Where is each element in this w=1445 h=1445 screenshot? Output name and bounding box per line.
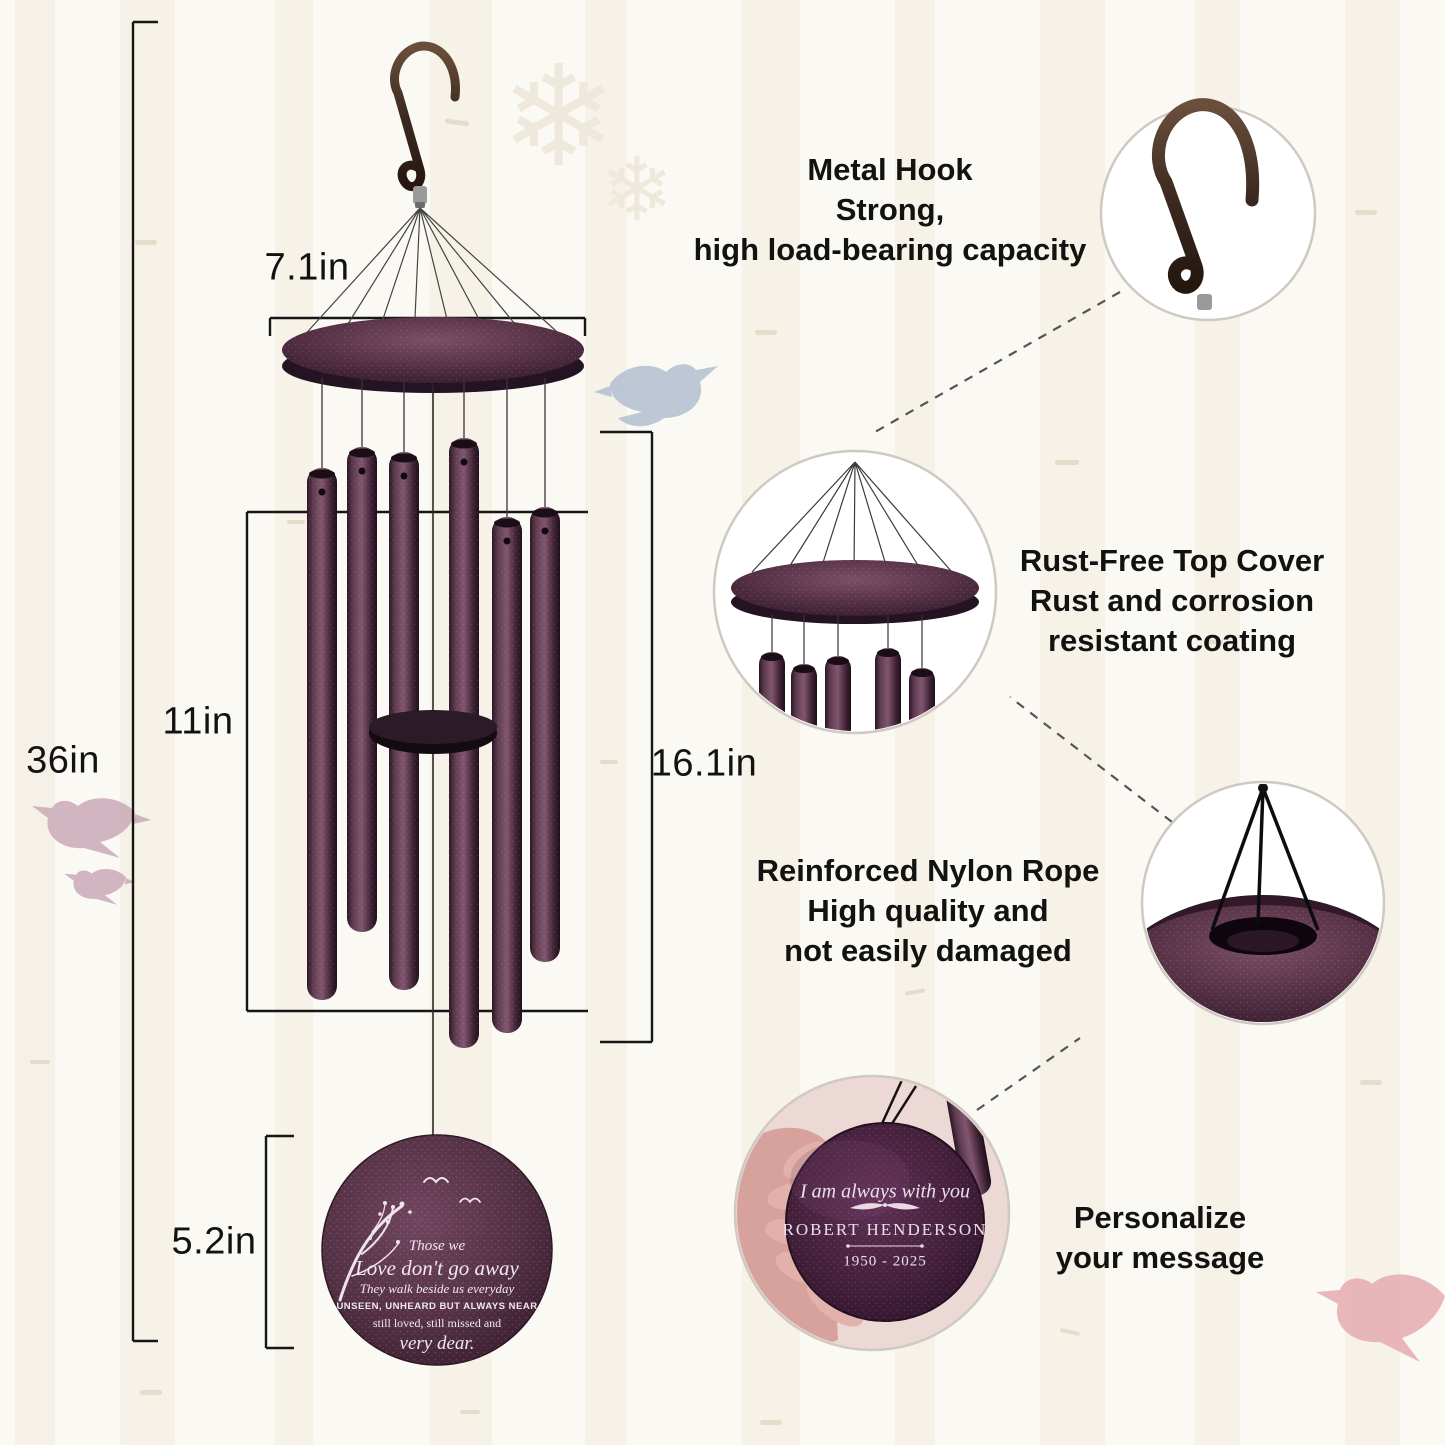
- bracket-16-1in: [600, 430, 654, 1044]
- hook-closeup-icon: [1152, 98, 1260, 294]
- dimension-overall-height: 36in: [26, 739, 100, 782]
- callout-hook-text: Metal Hook Strong, high load-bearing cap…: [694, 150, 1087, 270]
- sail-tree-art: [338, 1177, 481, 1302]
- tube-hanger-strings: [321, 378, 546, 523]
- chime-tubes: [307, 438, 560, 1048]
- callout-rope-line: High quality and: [807, 893, 1049, 928]
- blue-bird-icon: [594, 364, 718, 427]
- striker-disc: [369, 710, 497, 754]
- hook-icon: [390, 41, 460, 191]
- disc-laurel-icon: [850, 1203, 920, 1210]
- dimension-top-cover-width: 7.1in: [264, 246, 350, 289]
- pink-bird-icon: [1316, 1274, 1445, 1362]
- background-snowflakes: ❄ ❄: [500, 36, 674, 241]
- sail-poem-line: Those we: [408, 1237, 466, 1254]
- disc-name: ROBERT HENDERSON: [782, 1220, 988, 1239]
- callout-personalize-text: Personalize your message: [1056, 1198, 1265, 1278]
- sail-poem-line: Love don't go away: [355, 1255, 519, 1280]
- callout-personalize-image: [733, 1074, 1011, 1352]
- disc-divider: [846, 1244, 924, 1248]
- chime-tube: [530, 507, 560, 962]
- background-bird-silhouettes: [32, 364, 1445, 1362]
- sail-poem-line: They walk beside us everyday: [359, 1280, 515, 1296]
- sail-poem-line: very dear.: [399, 1332, 475, 1354]
- chime-tube: [347, 447, 377, 932]
- callout-top-cover-line: Rust-Free Top Cover: [1019, 543, 1325, 578]
- sail-poem-line: UNSEEN, UNHEARD BUT ALWAYS NEAR: [336, 1300, 538, 1312]
- dimension-sail-section: 5.2in: [171, 1220, 257, 1263]
- bracket-5-2in: [264, 1134, 294, 1350]
- callout-top-cover-line: resistant coating: [1047, 623, 1297, 658]
- hook-ferrule: [413, 186, 427, 204]
- callout-hook-line: Strong,: [835, 192, 945, 227]
- connector-hook: [874, 291, 1121, 433]
- callout-rope-line: not easily damaged: [784, 933, 1072, 968]
- callout-rope-line: Reinforced Nylon Rope: [756, 853, 1100, 888]
- callout-connectors: [874, 291, 1173, 1111]
- wind-chime-illustration: [282, 41, 584, 1366]
- sail-poem-line: still loved, still missed and: [372, 1315, 502, 1330]
- hook-closeup-ferrule: [1197, 294, 1212, 310]
- callout-personalize-line: your message: [1055, 1240, 1265, 1275]
- top-cover-texture: [282, 317, 584, 383]
- bracket-36in: [131, 20, 158, 1343]
- background-birch-pattern: [15, 0, 1400, 1445]
- snowflake-icon: ❄: [600, 138, 674, 241]
- rope-closeup-ropes: [1210, 787, 1320, 931]
- callout-rope-image: [1140, 780, 1386, 1026]
- callout-hook-image: [1099, 98, 1317, 322]
- chime-tube: [307, 468, 337, 1000]
- connector-personalize: [976, 1037, 1081, 1111]
- connector-rope: [1009, 696, 1173, 823]
- mauve-bird-icon: [32, 798, 151, 858]
- cover-closeup-hangers: [771, 615, 923, 672]
- cover-closeup-strings: [751, 461, 953, 573]
- snowflake-icon: ❄: [500, 36, 617, 199]
- dimension-hanging-section: 16.1in: [650, 742, 758, 785]
- callout-rope-text: Reinforced Nylon Rope High quality and n…: [757, 851, 1100, 971]
- sail-poem: Those we Love don't go away They walk be…: [321, 1237, 553, 1355]
- disc-years: 1950 - 2025: [843, 1253, 927, 1270]
- disc-message: I am always with you: [800, 1180, 970, 1203]
- callout-hook-line: Metal Hook: [807, 152, 973, 187]
- hook-ferrule-band: [415, 202, 425, 208]
- chime-tube: [492, 517, 522, 1033]
- wind-sail: [321, 1134, 553, 1366]
- callout-top-cover-line: Rust and corrosion: [1029, 583, 1315, 618]
- suspension-strings: [299, 207, 567, 341]
- callout-top-cover-image: [712, 449, 998, 735]
- callout-hook-line: high load-bearing capacity: [693, 232, 1087, 267]
- callout-personalize-line: Personalize: [1073, 1200, 1247, 1235]
- dimension-tube-length: 11in: [162, 700, 234, 743]
- callout-top-cover-text: Rust-Free Top Cover Rust and corrosion r…: [1020, 541, 1324, 661]
